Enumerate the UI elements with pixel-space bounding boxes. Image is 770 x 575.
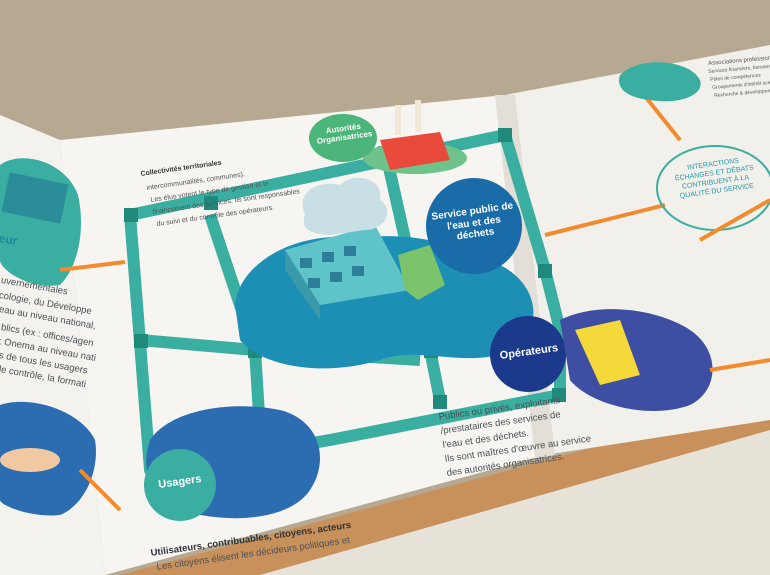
factory-illustration	[363, 100, 467, 174]
left-hand-shape	[0, 448, 60, 472]
train-body	[1, 172, 69, 224]
usagers-bubble	[144, 449, 216, 521]
left-orange-connector	[59, 260, 126, 272]
right-orange-connector-3	[709, 358, 770, 372]
building-illustration	[285, 225, 410, 320]
left-partial-label: eur	[0, 231, 19, 249]
green-bin	[398, 245, 445, 300]
smoke-cloud	[302, 177, 388, 235]
worker-vest	[575, 320, 640, 385]
right-orange-connector-4	[699, 198, 770, 242]
right-illustration	[619, 62, 701, 102]
service-public-bubble	[426, 178, 522, 274]
operateurs-bubble	[490, 316, 566, 392]
page-stack	[260, 430, 770, 575]
right-orange-connector	[544, 203, 666, 237]
autorites-bubble	[309, 114, 377, 162]
left-orange-connector-2	[78, 468, 122, 512]
